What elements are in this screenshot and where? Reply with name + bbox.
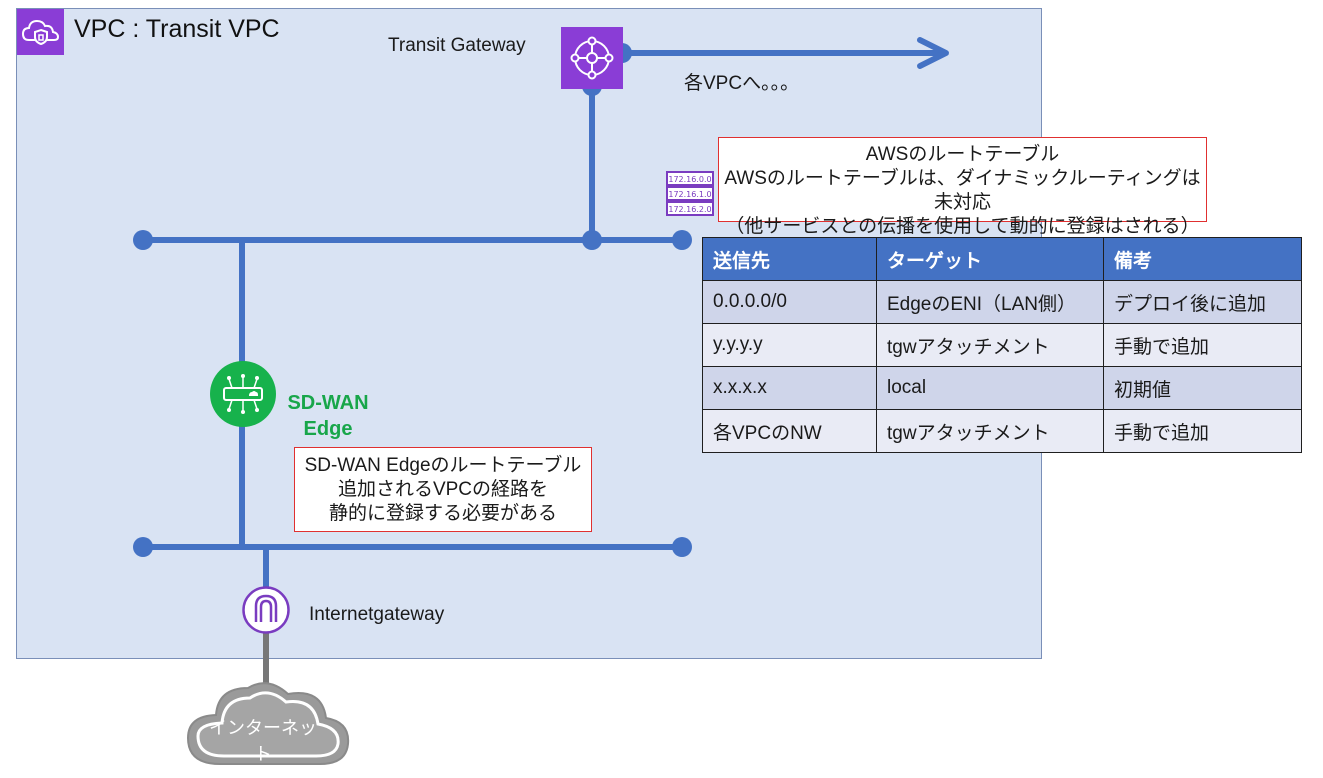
aws-note-line: （他サービスとの伝播を使用して動的に登録はされる） [725,216,1200,237]
edge-note-line: 追加されるVPCの経路を [337,479,549,500]
edge-note-line: 静的に登録する必要がある [328,503,557,524]
aws-note-title: AWSのルートテーブル [865,144,1060,165]
cell-target: tgwアタッチメント [876,323,1104,367]
bus-endpoint [133,230,153,250]
sdwan-edge-label-line: SD-WAN [287,392,369,414]
cell-destination: 0.0.0.0/0 [702,280,877,324]
tgw-arrow-head [917,37,949,69]
table-row: 各VPCのNW tgwアタッチメント 手動で追加 [702,409,1302,453]
cell-destination: y.y.y.y [702,323,877,367]
aws-note-line: AWSのルートテーブルは、ダイナミックルーティングは未対応 [724,168,1201,213]
bus-endpoint [672,537,692,557]
sdwan-edge-label: SD-WAN Edge [276,390,380,442]
cell-notes: 手動で追加 [1103,323,1302,367]
vpc-title: VPC : Transit VPC [74,15,280,43]
sdwan-edge-icon [210,361,276,427]
route-icon-row: 172.16.2.0 [668,205,711,214]
cell-target: tgwアタッチメント [876,409,1104,453]
internet-gateway-icon [241,585,291,635]
column-header-notes: 備考 [1103,237,1302,281]
internet-gateway-label: Internetgateway [309,604,445,625]
edge-note-title: SD-WAN Edgeのルートテーブル [304,455,582,476]
to-other-vpcs-label: 各VPCへ。。。 [684,73,800,94]
vpc-cloud-shield-icon [17,9,64,55]
sdwan-route-table-note: SD-WAN Edgeのルートテーブル 追加されるVPCの経路を 静的に登録する… [294,447,592,532]
transit-gateway-label: Transit Gateway [388,35,526,56]
bus-junction [582,230,602,250]
internet-cloud-icon [182,672,352,772]
route-icon-row: 172.16.0.0 [668,175,711,184]
cell-destination: x.x.x.x [702,366,877,410]
column-header-target: ターゲット [876,237,1104,281]
route-table-header-row: 送信先 ターゲット 備考 [702,237,1302,281]
aws-route-table-note: AWSのルートテーブル AWSのルートテーブルは、ダイナミックルーティングは未対… [718,137,1207,237]
cell-notes: 初期値 [1103,366,1302,410]
cell-target: local [876,366,1104,410]
route-table: 送信先 ターゲット 備考 0.0.0.0/0 EdgeのENI（LAN側） デプ… [702,237,1302,453]
internet-label: インターネット [209,718,317,764]
cell-notes: デプロイ後に追加 [1103,280,1302,324]
table-row: 0.0.0.0/0 EdgeのENI（LAN側） デプロイ後に追加 [702,280,1302,324]
route-icon-row: 172.16.1.0 [668,190,711,199]
route-table-icon: 172.16.0.0 172.16.1.0 172.16.2.0 [666,171,714,217]
cell-notes: 手動で追加 [1103,409,1302,453]
column-header-destination: 送信先 [702,237,877,281]
sdwan-edge-label-line: Edge [303,418,353,440]
table-row: x.x.x.x local 初期値 [702,366,1302,410]
table-row: y.y.y.y tgwアタッチメント 手動で追加 [702,323,1302,367]
cell-destination: 各VPCのNW [702,409,877,453]
bus-endpoint [133,537,153,557]
transit-gateway-icon [561,27,623,89]
cell-target: EdgeのENI（LAN側） [876,280,1104,324]
bus-endpoint [672,230,692,250]
